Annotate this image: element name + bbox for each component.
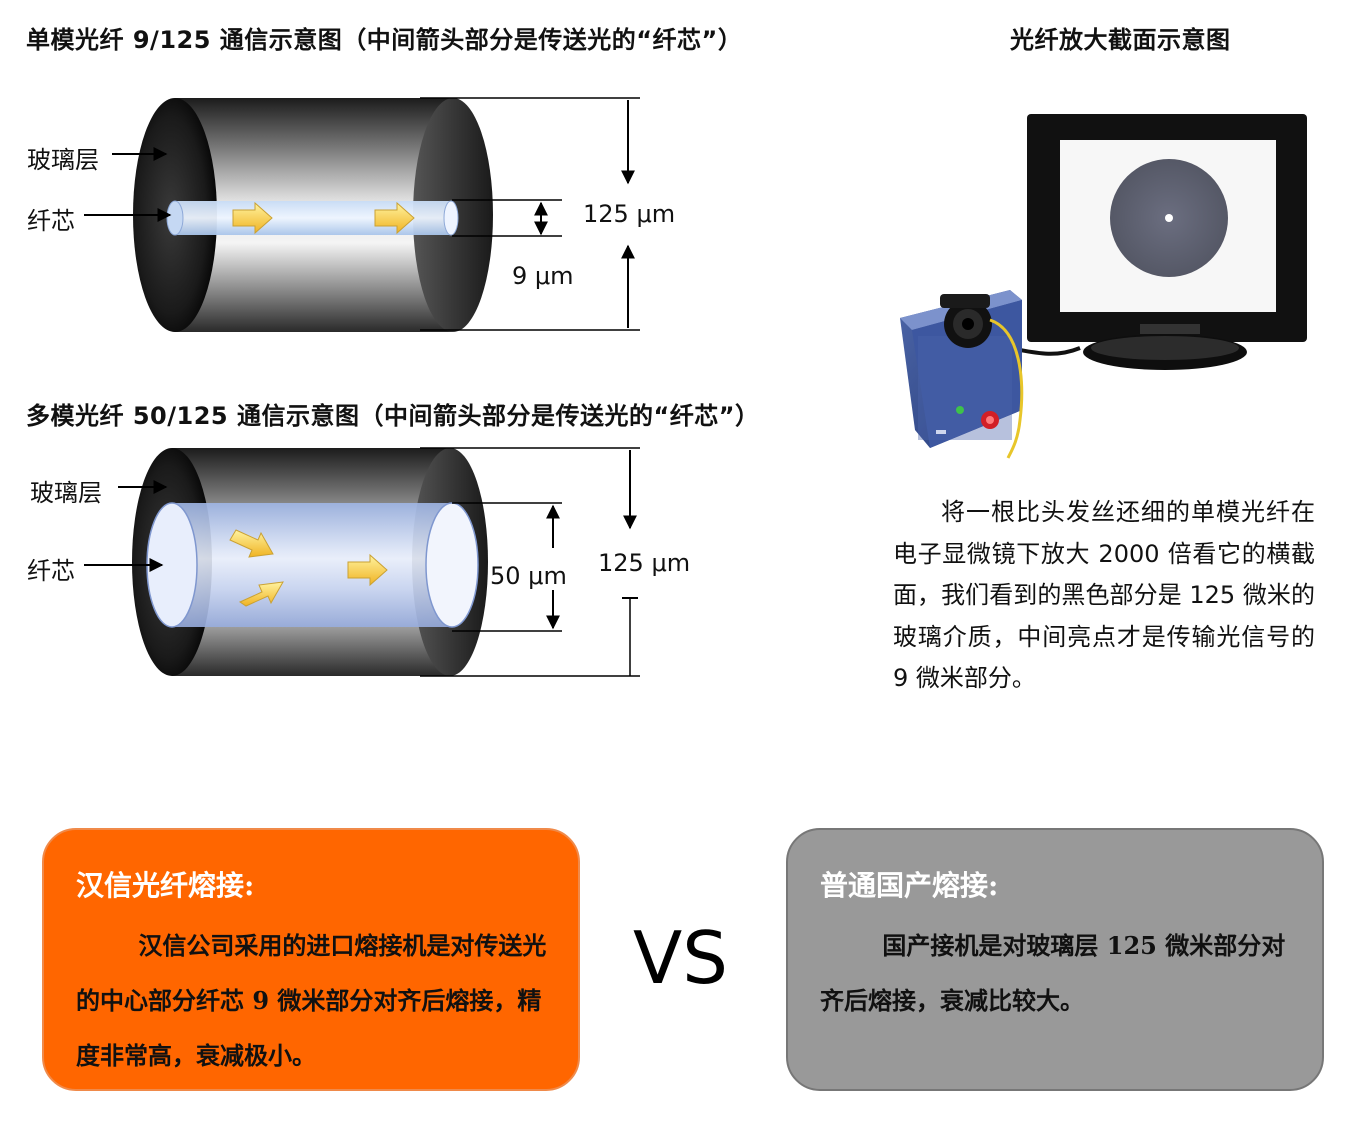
single-outer-diameter: 125 μm bbox=[583, 200, 676, 228]
domestic-splicing-text: 国产接机是对玻璃层 125 微米部分对齐后熔接，衰减比较大。 bbox=[820, 931, 1286, 1015]
single-mode-title: 单模光纤 9/125 通信示意图（中间箭头部分是传送光的“纤芯”） bbox=[26, 26, 743, 54]
vs-label: VS bbox=[633, 916, 728, 1000]
multi-mode-title: 多模光纤 50/125 通信示意图（中间箭头部分是传送光的“纤芯”） bbox=[26, 402, 760, 430]
cross-section-description: 将一根比头发丝还细的单模光纤在电子显微镜下放大 2000 倍看它的横截面，我们看… bbox=[893, 492, 1315, 700]
multi-mode-cylinder bbox=[132, 448, 488, 676]
cross-section-title: 光纤放大截面示意图 bbox=[1010, 26, 1231, 54]
light-arrow bbox=[229, 529, 274, 558]
cross-section-description-text: 将一根比头发丝还细的单模光纤在电子显微镜下放大 2000 倍看它的横截面，我们看… bbox=[893, 498, 1315, 692]
single-core-label: 纤芯 bbox=[27, 207, 75, 235]
hanxin-splicing-box: 汉信光纤熔接: 汉信公司采用的进口熔接机是对传送光的中心部分纤芯 9 微米部分对… bbox=[42, 828, 580, 1091]
single-core-diameter: 9 μm bbox=[512, 262, 574, 290]
light-arrow bbox=[232, 201, 273, 235]
microscope-monitor-illustration bbox=[900, 114, 1307, 459]
single-cladding-label: 玻璃层 bbox=[27, 146, 99, 174]
multi-core-diameter: 50 μm bbox=[490, 562, 567, 590]
domestic-splicing-box: 普通国产熔接: 国产接机是对玻璃层 125 微米部分对齐后熔接，衰减比较大。 bbox=[786, 828, 1324, 1091]
hanxin-splicing-text: 汉信公司采用的进口熔接机是对传送光的中心部分纤芯 9 微米部分对齐后熔接，精度非… bbox=[76, 931, 547, 1070]
single-mode-cylinder bbox=[133, 98, 493, 332]
light-arrow bbox=[374, 201, 415, 235]
light-arrow bbox=[347, 553, 388, 587]
multi-core-label: 纤芯 bbox=[27, 557, 75, 585]
fiber-diagrams bbox=[84, 97, 1307, 677]
hanxin-splicing-body: 汉信公司采用的进口熔接机是对传送光的中心部分纤芯 9 微米部分对齐后熔接，精度非… bbox=[76, 918, 552, 1083]
domestic-splicing-body: 国产接机是对玻璃层 125 微米部分对齐后熔接，衰减比较大。 bbox=[820, 918, 1296, 1028]
light-arrow bbox=[238, 581, 284, 607]
multi-outer-diameter: 125 μm bbox=[598, 549, 691, 577]
hanxin-splicing-title: 汉信光纤熔接: bbox=[76, 869, 255, 902]
multi-cladding-label: 玻璃层 bbox=[30, 479, 102, 507]
domestic-splicing-title: 普通国产熔接: bbox=[820, 869, 999, 902]
